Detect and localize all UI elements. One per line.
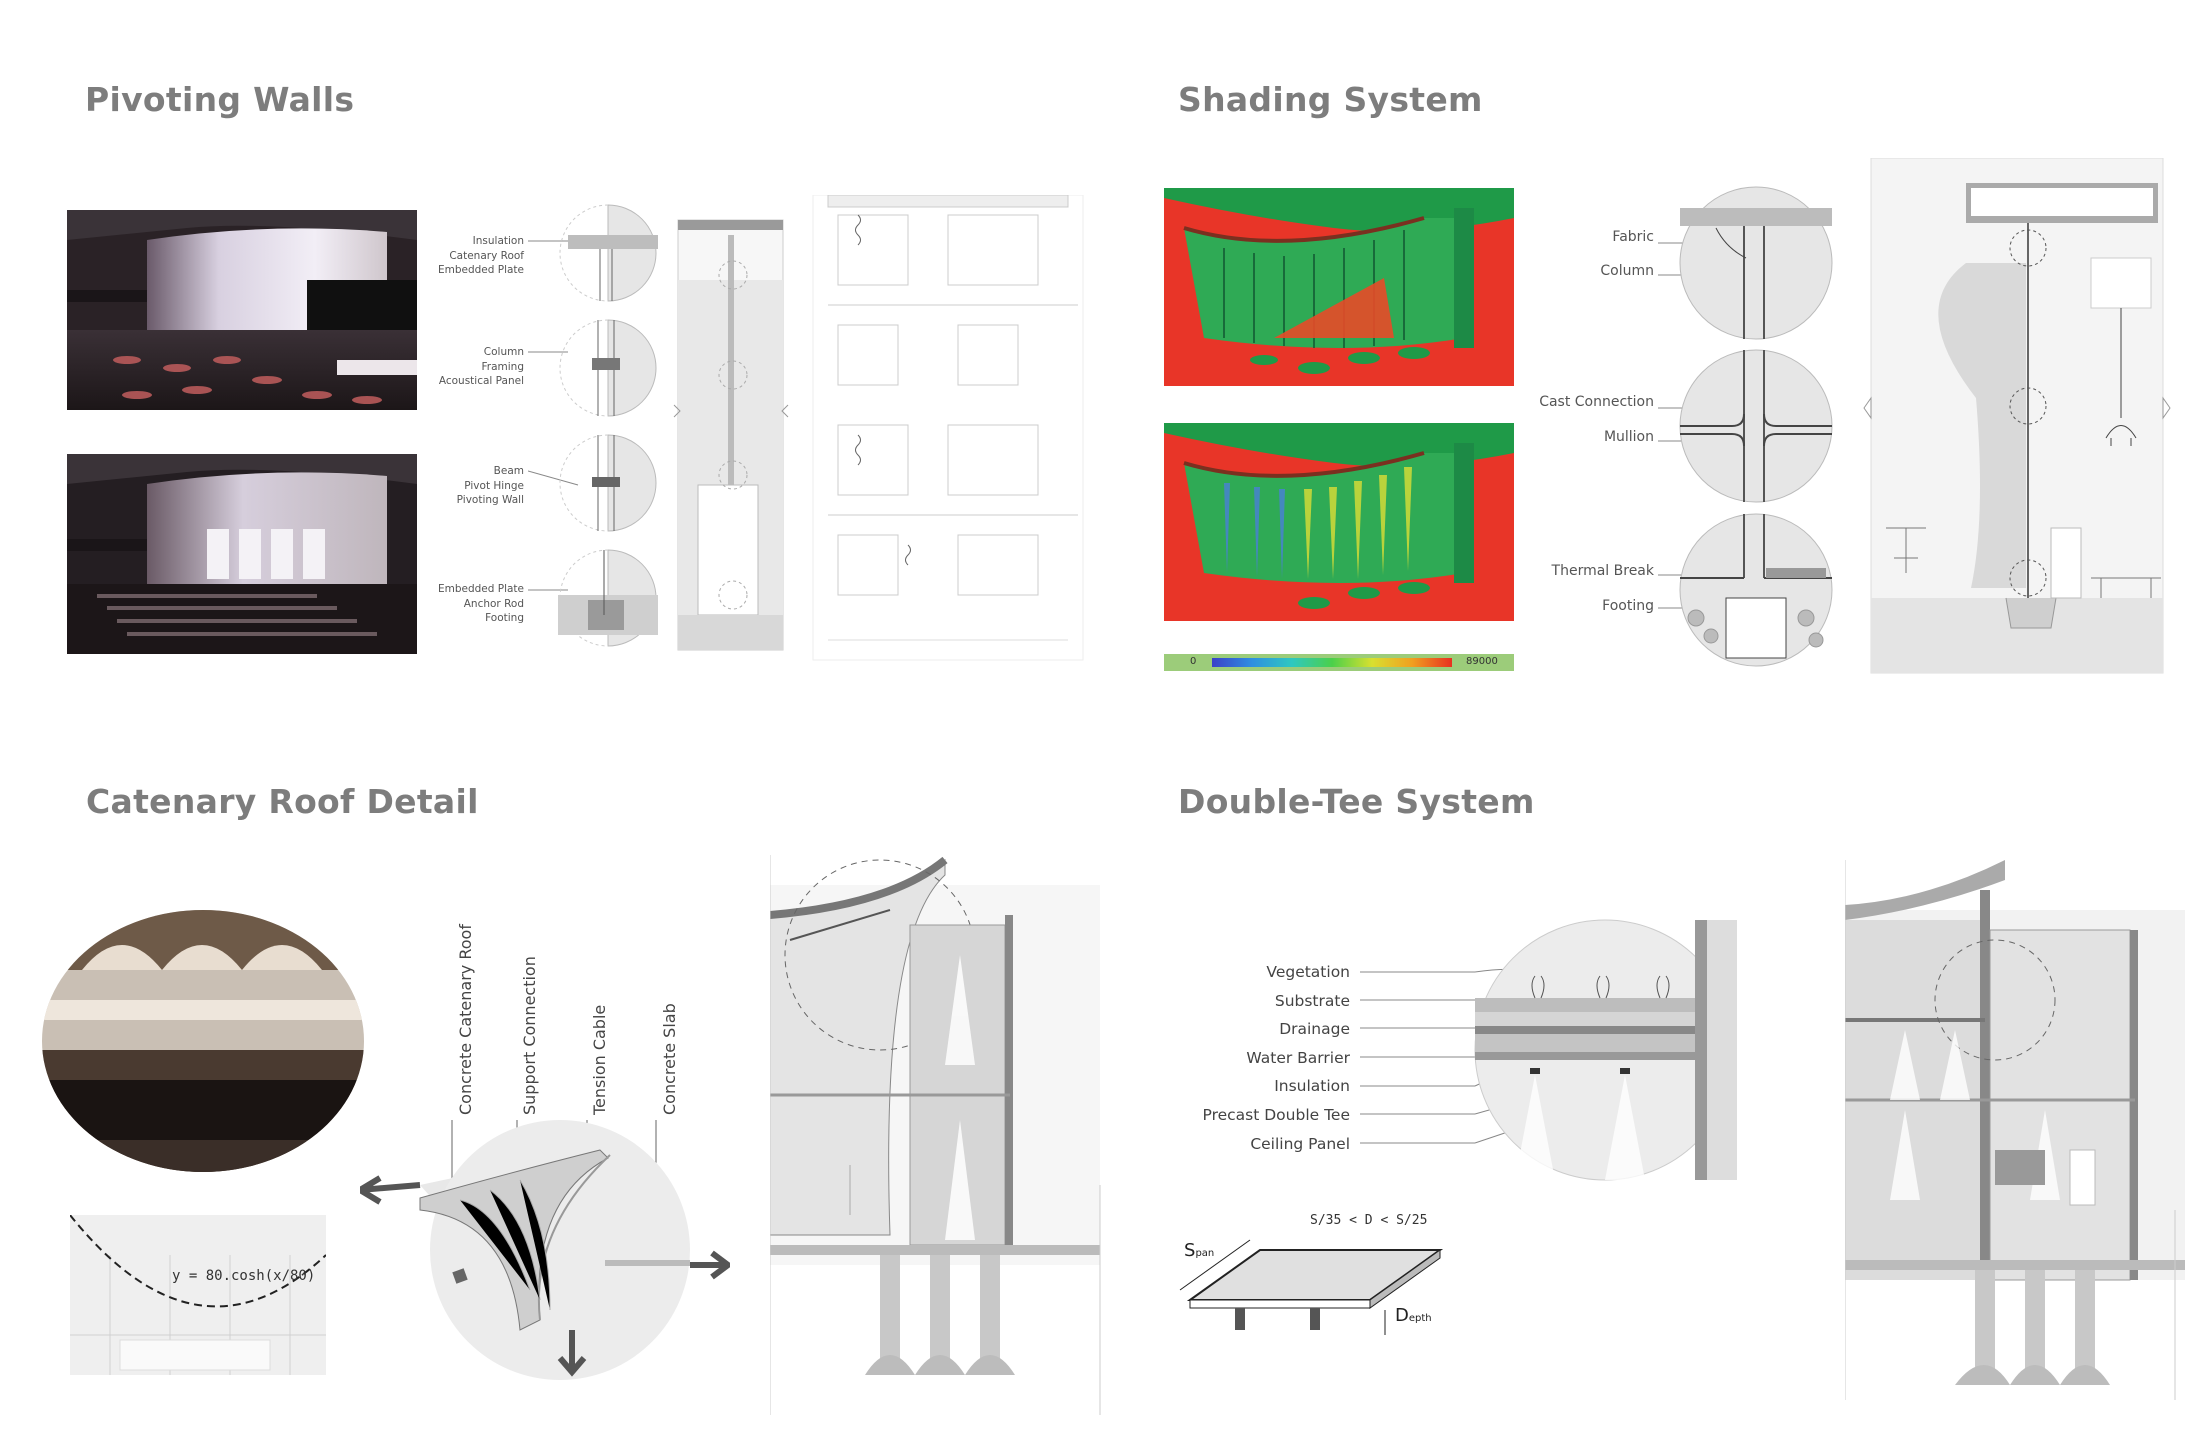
double-tee-layer-labels: Vegetation Substrate Drainage Water Barr… (1160, 958, 1351, 1158)
catenary-roof-photo (42, 910, 364, 1172)
label-tension-cable: Tension Cable (590, 1004, 609, 1115)
daylight-simulation-2 (1164, 423, 1514, 621)
label-embedded-plate: Embedded Plate (437, 264, 524, 276)
label-footing-shading: Footing (1602, 598, 1654, 614)
label-insulation-dt: Insulation (1274, 1077, 1350, 1096)
label-acoustical-panel: Acoustical Panel (438, 375, 524, 387)
catenary-building-section (770, 855, 1101, 1415)
depth-label-D: D (1395, 1305, 1409, 1326)
label-thermal-break: Thermal Break (1551, 563, 1654, 579)
render-pivoting-walls-closed (67, 210, 417, 410)
label-drainage: Drainage (1279, 1020, 1350, 1039)
wall-section (673, 219, 789, 651)
pivoting-wall-drawings (528, 195, 1084, 661)
double-tee-roof-detail (1360, 919, 1737, 1181)
label-anchor-rod: Anchor Rod (463, 597, 524, 610)
title-shading-system: Shading System (1178, 80, 1483, 119)
pivoting-labels-group-4: Embedded Plate Anchor Rod Footing (400, 582, 524, 626)
label-framing: Framing (481, 360, 525, 373)
label-beam: Beam (493, 465, 524, 477)
double-tee-building-section (1845, 860, 2185, 1400)
pivoting-labels-group-2: Column Framing Acoustical Panel (400, 345, 524, 389)
label-pivot-hinge: Pivot Hinge (464, 479, 524, 492)
label-column-shading: Column (1600, 263, 1654, 279)
label-concrete-slab: Concrete Slab (660, 1003, 679, 1115)
label-substrate: Substrate (1274, 991, 1350, 1010)
detail-circle-fabric (1679, 186, 1833, 340)
label-vegetation: Vegetation (1266, 963, 1350, 981)
label-mullion: Mullion (1603, 429, 1654, 445)
depth-label-sub: epth (1408, 1313, 1432, 1324)
detail-circle-hinge (559, 434, 657, 532)
label-footing: Footing (485, 612, 524, 624)
span-label: Span (1184, 1240, 1214, 1261)
label-cast-connection: Cast Connection (1539, 394, 1654, 410)
label-catenary-roof: Catenary Roof (449, 249, 524, 262)
title-catenary-roof-detail: Catenary Roof Detail (86, 782, 479, 821)
detail-circle-footing (558, 549, 658, 647)
scale-gradient (1212, 658, 1452, 667)
title-pivoting-walls: Pivoting Walls (85, 80, 355, 119)
catenary-curve-diagram (70, 1215, 326, 1375)
detail-circle-roof (559, 204, 658, 302)
label-fabric: Fabric (1612, 229, 1654, 245)
catenary-connection-detail (360, 1120, 730, 1380)
detail-circle-column (559, 319, 657, 417)
render-pivoting-walls-open (67, 454, 417, 654)
pivoting-labels-group-3: Beam Pivot Hinge Pivoting Wall (400, 464, 524, 508)
depth-label: Depth (1395, 1305, 1432, 1326)
double-tee-isometric (1179, 1239, 1444, 1335)
label-support-connection: Support Connection (520, 956, 539, 1115)
detail-circle-footing-shading (1679, 513, 1833, 667)
label-water-barrier: Water Barrier (1246, 1048, 1350, 1067)
depth-ratio-formula: S/35 < D < S/25 (1310, 1213, 1428, 1228)
daylight-simulation-1 (1164, 188, 1514, 386)
shading-system-drawings (1658, 158, 2171, 674)
label-ceiling-panel: Ceiling Panel (1250, 1134, 1350, 1153)
wall-plan (812, 195, 1084, 661)
label-precast-double-tee: Precast Double Tee (1202, 1105, 1351, 1124)
label-concrete-catenary-roof: Concrete Catenary Roof (456, 924, 475, 1115)
title-double-tee-system: Double-Tee System (1178, 782, 1535, 821)
illuminance-scale-bar: 0 89000 (1164, 654, 1514, 671)
label-column: Column (483, 346, 524, 358)
pivoting-labels-group-1: Insulation Catenary Roof Embedded Plate (400, 234, 524, 278)
span-label-S: S (1184, 1240, 1196, 1261)
scale-min-label: 0 (1190, 656, 1197, 667)
scale-max-label: 89000 (1466, 656, 1498, 667)
detail-circle-cast-connection (1679, 349, 1833, 503)
label-insulation: Insulation (472, 235, 524, 247)
label-pivoting-wall: Pivoting Wall (456, 494, 524, 506)
span-label-sub: pan (1195, 1248, 1215, 1259)
label-embedded-plate-2: Embedded Plate (437, 583, 524, 595)
catenary-equation: y = 80.cosh(x/80) (172, 1268, 316, 1284)
shading-section (1863, 158, 2171, 674)
